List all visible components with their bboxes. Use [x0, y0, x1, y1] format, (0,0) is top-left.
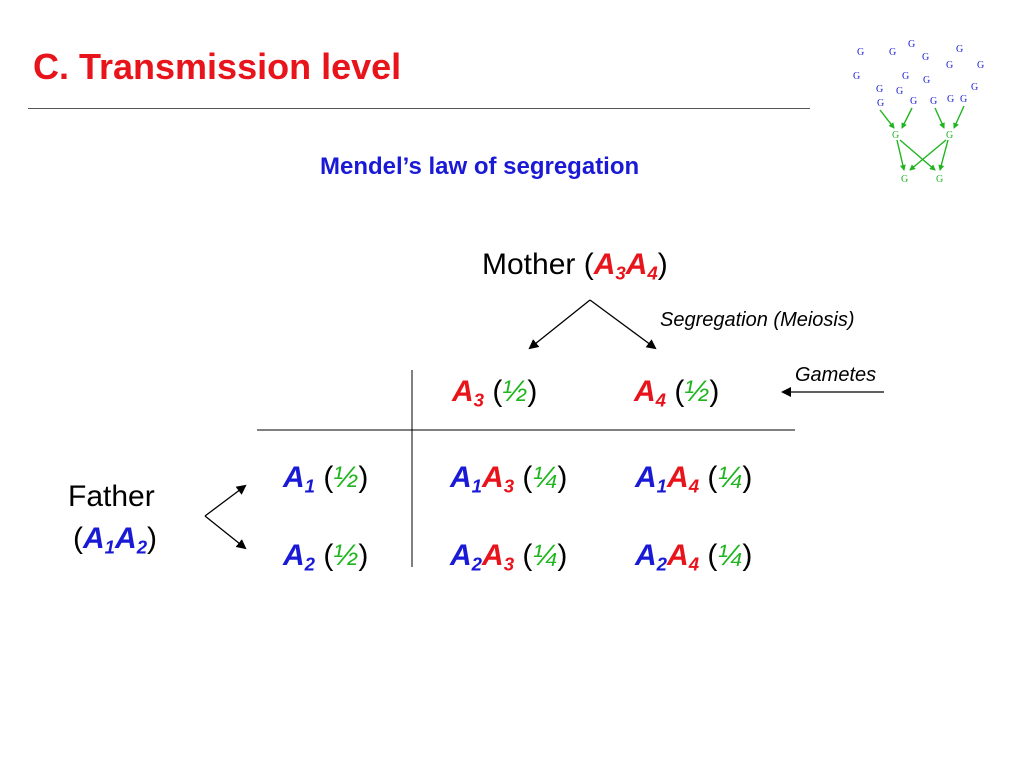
pedigree-icon: G G G G G G G G G G G G G G G G G G G G …	[853, 39, 984, 185]
pedigree-blue-nodes: G G G G G G G G G G G G G G G G G G	[853, 39, 984, 109]
slide-subtitle: Mendel’s law of segregation	[320, 153, 640, 180]
pedigree-node: G	[971, 82, 978, 93]
paternal-gamete-a1: A1 (½)	[283, 461, 369, 497]
maternal-gamete-a4: A4 (½)	[634, 375, 720, 411]
pedigree-node: G	[960, 94, 967, 105]
title-divider	[28, 108, 810, 109]
father-genotype: (A1A2)	[73, 522, 158, 558]
gametes-label: Gametes	[795, 364, 877, 386]
segregation-arrow-left	[528, 299, 591, 350]
mother-paren-close: )	[657, 248, 668, 281]
pedigree-node: G	[946, 60, 953, 71]
segregation-arrow-right	[589, 299, 657, 350]
mother-text: Mother	[482, 248, 576, 281]
pedigree-node: G	[923, 75, 930, 86]
segregation-label: Segregation (Meiosis)	[660, 309, 855, 331]
pedigree-green-nodes: G G G G	[892, 130, 953, 185]
slide-title: C. Transmission level	[33, 46, 402, 87]
pedigree-node: G	[930, 96, 937, 107]
father-arrow-upper	[204, 484, 247, 517]
offspring-a1a3: A1A3 (¼)	[450, 461, 568, 497]
father-label: Father	[68, 480, 155, 513]
offspring-a2a3: A2A3 (¼)	[450, 539, 568, 575]
pedigree-node: G	[908, 39, 915, 50]
pedigree-node: G	[977, 60, 984, 71]
mother-paren-open: (	[575, 248, 594, 281]
pedigree-node: G	[910, 96, 917, 107]
offspring-a2a4: A2A4 (¼)	[635, 539, 753, 575]
pedigree-node: G	[922, 52, 929, 63]
pedigree-node: G	[877, 98, 884, 109]
pedigree-node: G	[901, 174, 908, 185]
pedigree-node: G	[892, 130, 899, 141]
mother-allele-2: A4	[625, 248, 658, 284]
pedigree-green-arrows	[879, 105, 965, 171]
pedigree-node: G	[896, 86, 903, 97]
maternal-gamete-a3: A3 (½)	[452, 375, 538, 411]
pedigree-node: G	[853, 71, 860, 82]
mother-allele-1: A3	[593, 248, 626, 284]
pedigree-node: G	[936, 174, 943, 185]
paternal-gamete-a2: A2 (½)	[283, 539, 369, 575]
offspring-a1a4: A1A4 (¼)	[635, 461, 753, 497]
pedigree-node: G	[902, 71, 909, 82]
mother-label: Mother (A3A4)	[482, 248, 668, 282]
father-arrow-lower	[204, 515, 247, 550]
pedigree-node: G	[889, 47, 896, 58]
pedigree-node: G	[857, 47, 864, 58]
pedigree-node: G	[876, 84, 883, 95]
pedigree-node: G	[956, 44, 963, 55]
pedigree-node: G	[947, 94, 954, 105]
pedigree-node: G	[946, 130, 953, 141]
